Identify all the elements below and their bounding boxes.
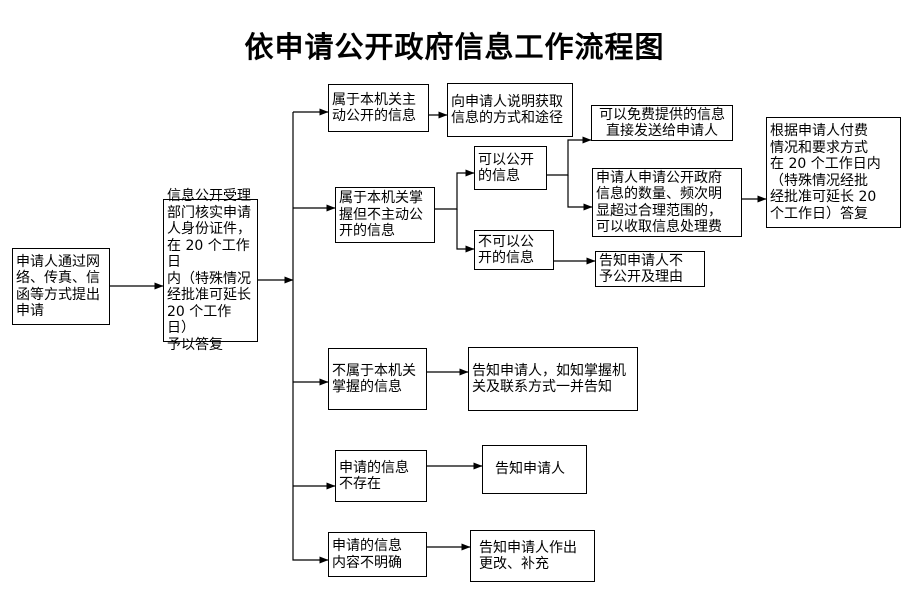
node-can-disclose: 可以公开 的信息 (474, 146, 547, 190)
node-proactive-disclosure-label: 属于本机关主 动公开的信息 (332, 91, 416, 125)
node-can-disclose-label: 可以公开 的信息 (478, 151, 534, 185)
connector-held-to-cannot (456, 209, 475, 253)
connector-can-to-fee (567, 175, 593, 211)
node-notify-amend-label: 告知申请人作出 更改、补充 (479, 539, 577, 573)
node-cannot-disclose: 不可以公 开的信息 (474, 230, 554, 270)
node-explain-how-to-obtain: 向申请人说明获取 信息的方式和途径 (447, 83, 573, 137)
node-content-unclear-label: 申请的信息 内容不明确 (332, 538, 402, 571)
node-explain-how-to-obtain-label: 向申请人说明获取 信息的方式和途径 (451, 93, 563, 127)
node-acceptance-verify-label: 信息公开受理 部门核实申请 人身份证件， 在 20 个工作日 内（特殊情况 经批… (167, 188, 251, 353)
node-free-info-send-label: 可以免费提供的信息 直接发送给申请人 (599, 106, 725, 140)
node-notify-applicant: 告知申请人 (482, 445, 587, 494)
node-notify-no-disclosure-label: 告知申请人不 予公开及理由 (599, 252, 683, 286)
node-held-not-proactive-label: 属于本机关掌 握但不主动公 开的信息 (339, 190, 423, 240)
node-held-not-proactive: 属于本机关掌 握但不主动公 开的信息 (335, 187, 435, 243)
node-reply-by-payment: 根据申请人付费 情况和要求方式 在 20 个工作日内 （特殊情况经批 经批准可延… (766, 117, 901, 228)
node-content-unclear: 申请的信息 内容不明确 (328, 532, 427, 577)
node-applicant-submit-label: 申请人通过网 络、传真、信 函等方式提出 申请 (16, 253, 100, 320)
connector-trunk (292, 112, 329, 564)
node-notify-amend: 告知申请人作出 更改、补充 (470, 530, 595, 582)
connector-can-to-free (547, 136, 592, 176)
node-free-info-send: 可以免费提供的信息 直接发送给申请人 (591, 105, 733, 141)
diagram-title: 依申请公开政府信息工作流程图 (244, 30, 665, 64)
node-cannot-disclose-label: 不可以公 开的信息 (478, 233, 534, 267)
node-not-held-label: 不属于本机关 掌握的信息 (332, 362, 416, 396)
node-notify-with-agency: 告知申请人，如知掌握机 关及联系方式一并告知 (468, 347, 638, 411)
node-acceptance-verify: 信息公开受理 部门核实申请 人身份证件， 在 20 个工作日 内（特殊情况 经批… (163, 188, 258, 353)
node-notify-no-disclosure: 告知申请人不 予公开及理由 (595, 251, 705, 287)
node-not-held: 不属于本机关 掌握的信息 (328, 348, 427, 410)
node-proactive-disclosure: 属于本机关主 动公开的信息 (328, 84, 429, 132)
connector-held-to-can (435, 169, 475, 210)
node-fee-over-range-label: 申请人申请公开政府 信息的数量、频次明 显超过合理范围的， 可以收取信息处理费 (596, 169, 722, 236)
node-notify-applicant-label: 告知申请人 (495, 461, 565, 478)
node-fee-over-range: 申请人申请公开政府 信息的数量、频次明 显超过合理范围的， 可以收取信息处理费 (592, 168, 742, 237)
node-info-not-exist-label: 申请的信息 不存在 (339, 459, 409, 493)
node-info-not-exist: 申请的信息 不存在 (335, 450, 427, 502)
node-notify-with-agency-label: 告知申请人，如知掌握机 关及联系方式一并告知 (472, 362, 626, 396)
node-reply-by-payment-label: 根据申请人付费 情况和要求方式 在 20 个工作日内 （特殊情况经批 经批准可延… (770, 123, 881, 222)
node-applicant-submit: 申请人通过网 络、传真、信 函等方式提出 申请 (12, 248, 110, 325)
